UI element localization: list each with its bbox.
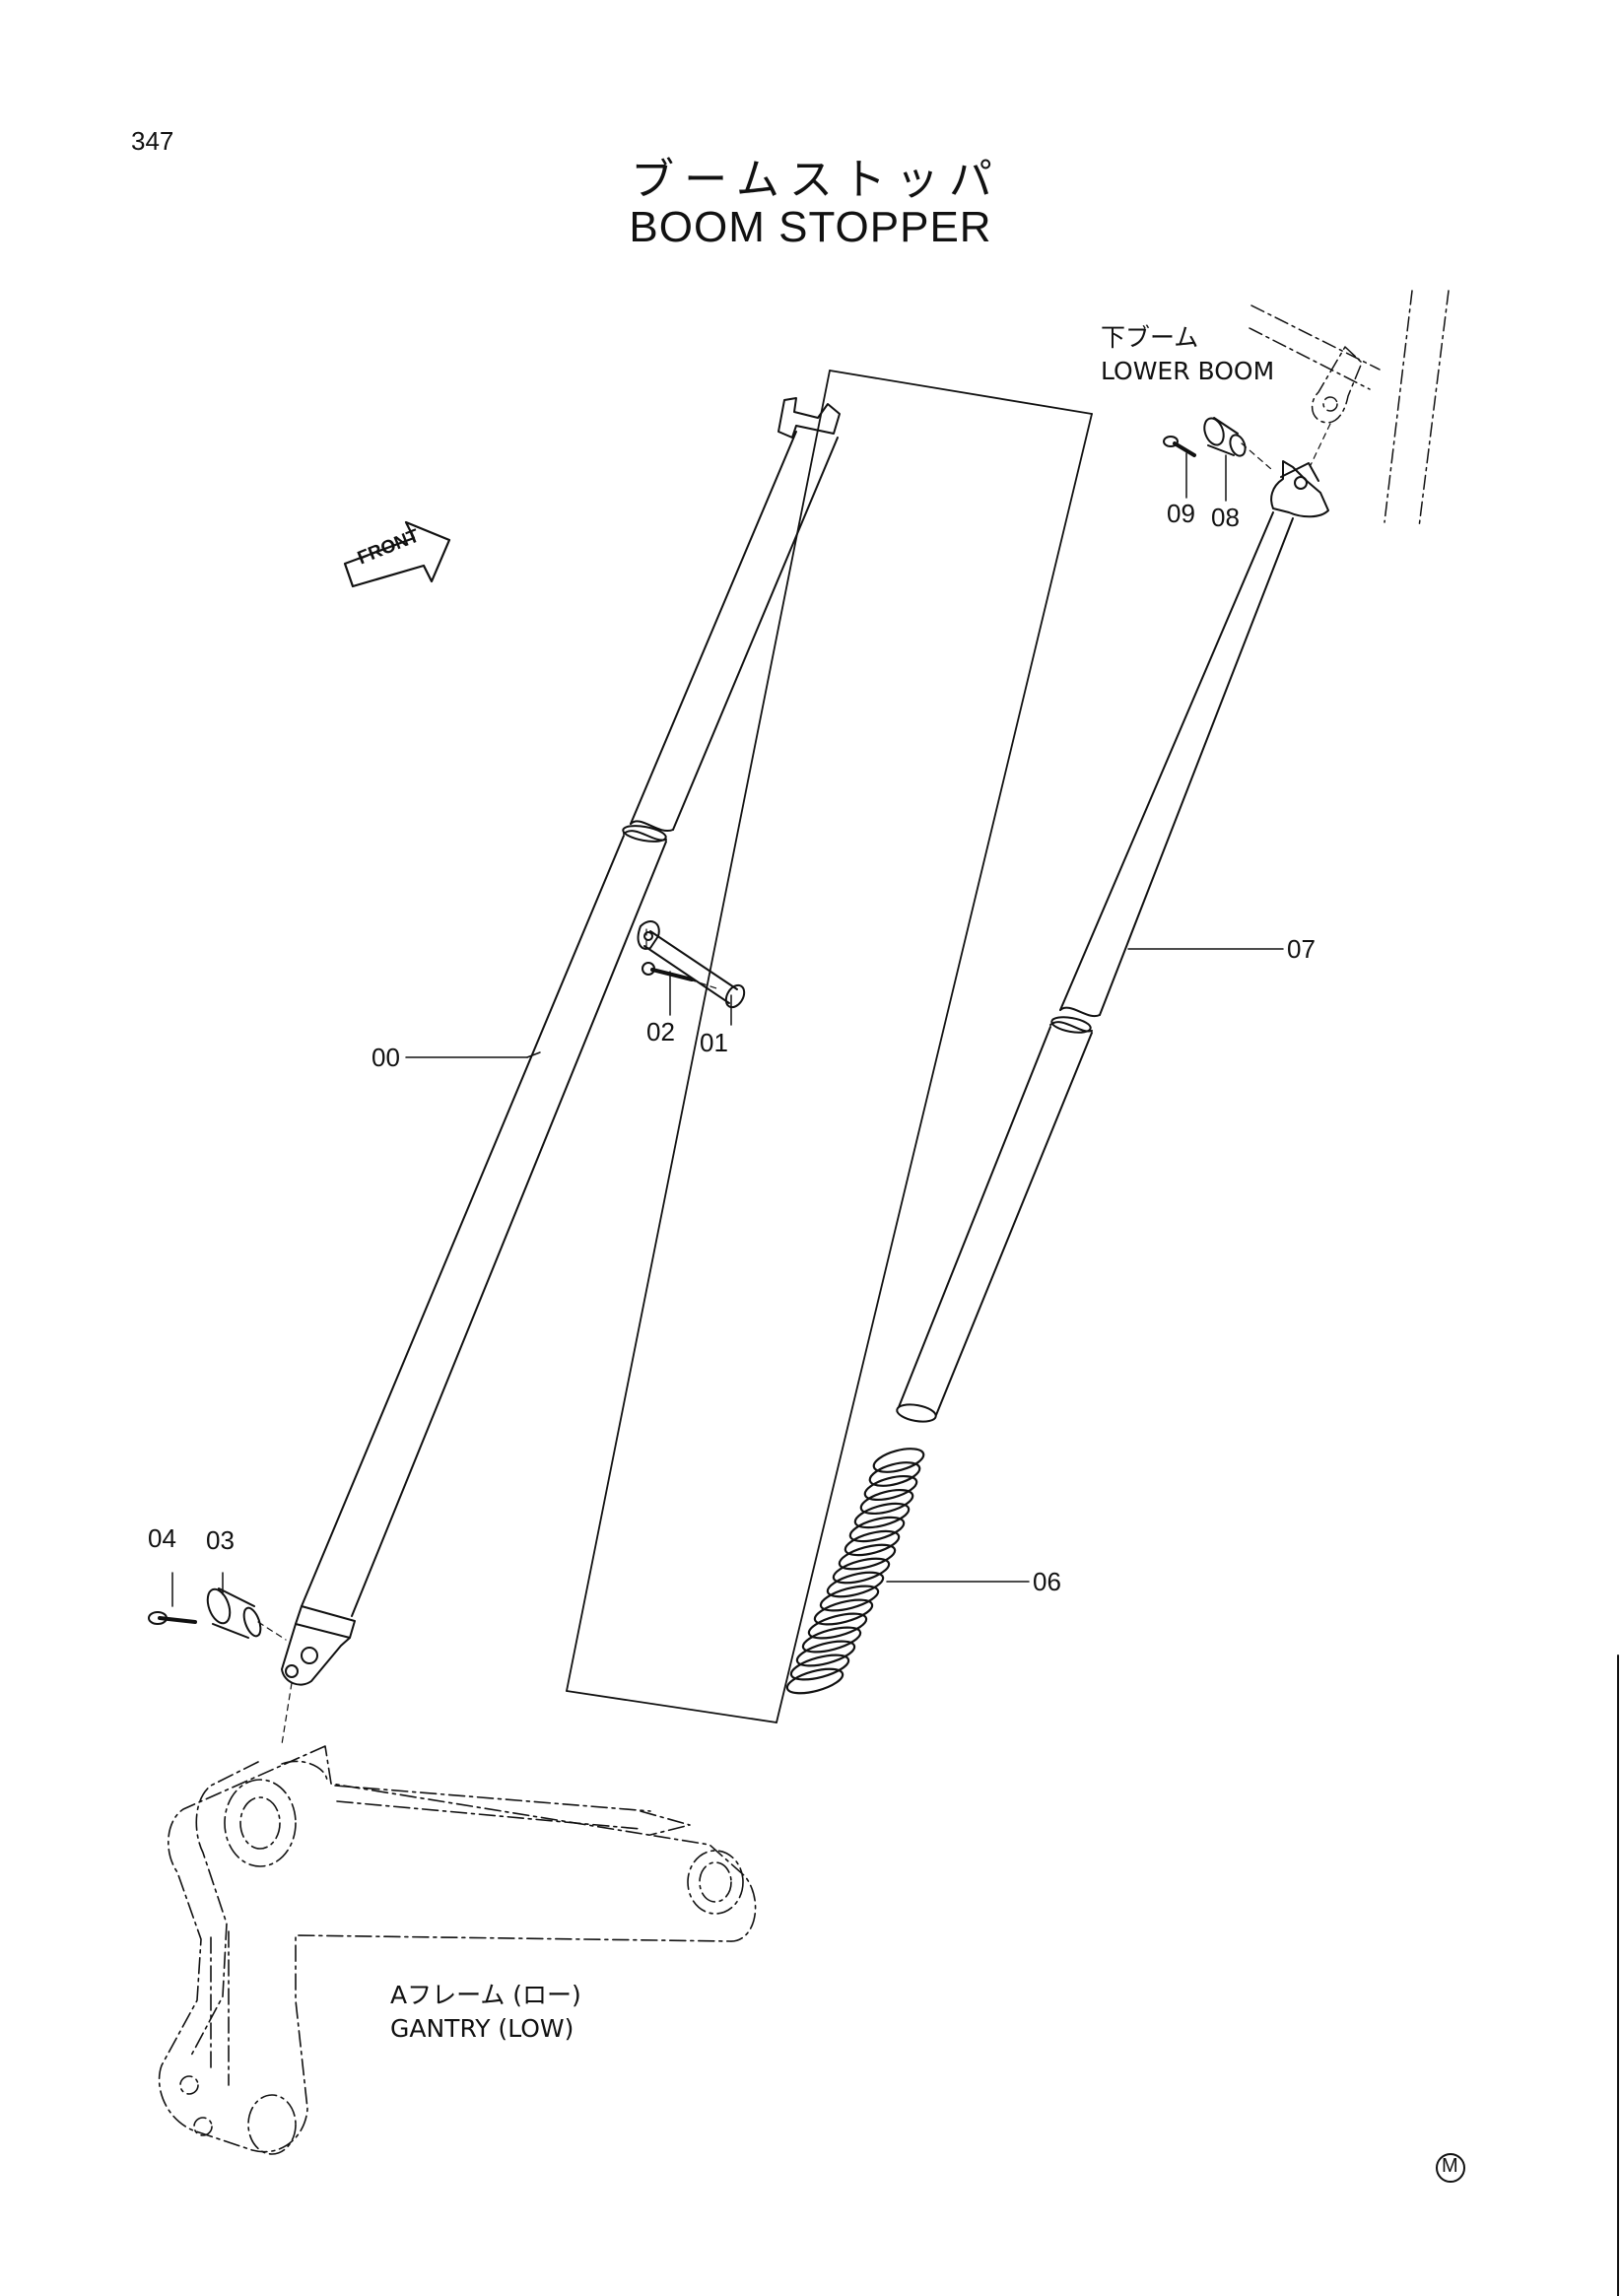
callout-00: 00 [371, 1043, 400, 1072]
mark-circle-icon [1436, 2153, 1465, 2183]
callout-09: 09 [1167, 499, 1195, 528]
lower-boom-structure [1249, 290, 1450, 528]
front-arrow-icon [343, 520, 451, 588]
split-pin-02 [642, 962, 694, 981]
gantry-label-en: GANTRY (LOW) [390, 2014, 574, 2043]
leader-lines [171, 452, 1284, 1607]
pin-08 [1203, 417, 1247, 457]
connection-lines [257, 423, 1331, 1745]
title-english: BOOM STOPPER [629, 203, 992, 251]
page-number: 347 [131, 126, 174, 156]
callout-02: 02 [646, 1017, 675, 1047]
clevis-pin-03 [206, 1587, 262, 1639]
callout-07: 07 [1287, 934, 1316, 964]
split-pin-09 [1163, 436, 1196, 457]
lower-boom-label: 下ブーム LOWER BOOM [1101, 321, 1274, 388]
split-pin-04 [148, 1611, 197, 1625]
callout-03: 03 [206, 1525, 235, 1555]
gantry-label-jp: Aフレーム (ロー) [390, 1981, 581, 2009]
pin-01 [643, 930, 746, 1009]
callout-06: 06 [1033, 1567, 1061, 1596]
stopper-rod-07 [896, 460, 1329, 1423]
callout-04: 04 [148, 1523, 176, 1553]
title-japanese: ブームストッパ [631, 155, 1002, 205]
lower-boom-label-jp: 下ブーム [1101, 323, 1199, 352]
assembly-boundary-frame [566, 370, 1093, 1723]
callout-01: 01 [700, 1028, 728, 1057]
mark-label: M [1442, 2155, 1458, 2177]
callout-08: 08 [1211, 503, 1240, 532]
gantry-label: Aフレーム (ロー) GANTRY (LOW) [390, 1979, 581, 2046]
stopper-rod-00 [281, 397, 841, 1686]
gantry-structure [158, 1745, 757, 2155]
spring-06 [785, 1448, 925, 1695]
lower-boom-label-en: LOWER BOOM [1101, 357, 1275, 385]
